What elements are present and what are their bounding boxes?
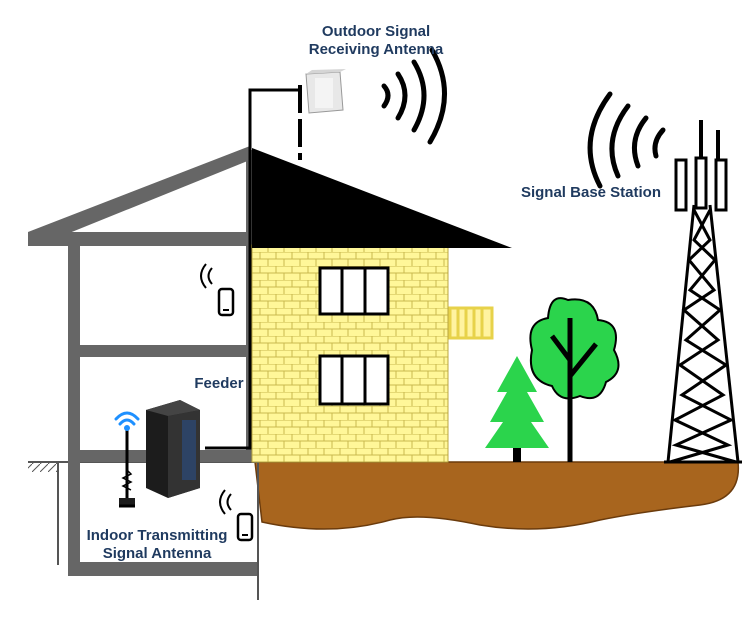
feeder-label: Feeder — [194, 375, 243, 392]
base-station-label: Signal Base Station — [521, 184, 661, 201]
panel-antenna-icon — [305, 69, 346, 114]
wifi-icon — [114, 411, 140, 431]
window-lower — [318, 354, 390, 406]
balcony-railing — [448, 306, 494, 340]
ground-hatch — [28, 462, 58, 472]
outdoor-antenna-label-line2: Receiving Antenna — [309, 41, 444, 58]
mobile-phone-icon-upper — [200, 263, 235, 317]
whip-antenna-icon — [119, 428, 135, 508]
feeder-cable — [205, 88, 300, 450]
outdoor-antenna-waves — [381, 47, 447, 145]
base-station-waves — [587, 91, 666, 189]
indoor-antenna-label-line1: Indoor Transmitting — [87, 527, 228, 544]
left-house-frame — [28, 146, 258, 576]
signal-repeater-icon — [146, 400, 200, 498]
pine-tree — [485, 356, 549, 462]
mobile-phone-icon-lower — [219, 489, 254, 542]
roof — [252, 148, 512, 248]
outdoor-antenna-label-line1: Outdoor Signal — [322, 23, 430, 40]
ground — [254, 461, 740, 530]
window-upper — [318, 266, 390, 316]
cell-tower-icon — [664, 120, 742, 464]
leafy-tree — [529, 297, 620, 462]
indoor-antenna-label-line2: Signal Antenna — [103, 545, 212, 562]
